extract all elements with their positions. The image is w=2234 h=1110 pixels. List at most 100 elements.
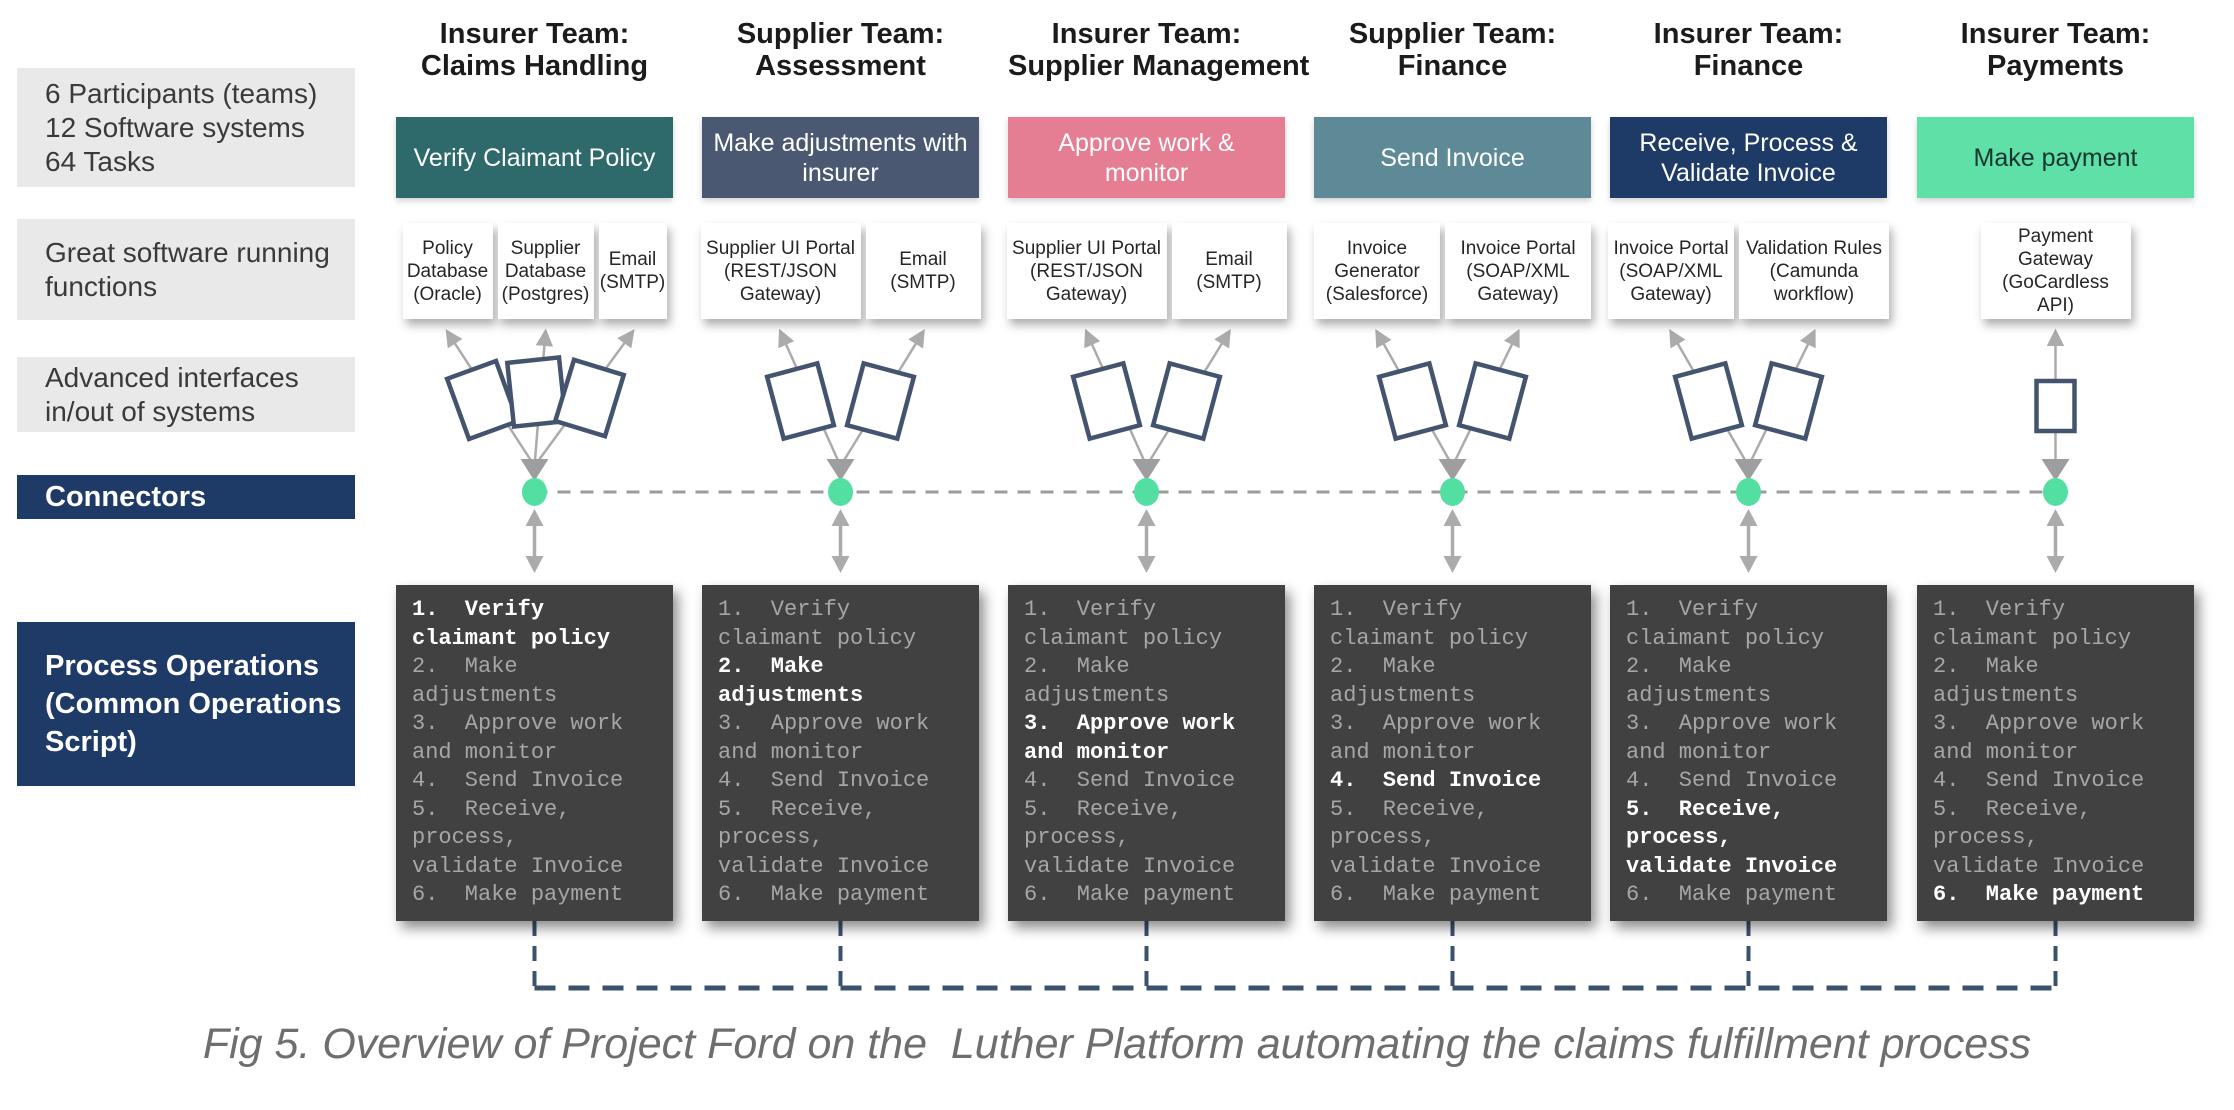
stats-label-box: 6 Participants (teams) 12 Software syste… bbox=[17, 68, 355, 187]
connector-dot bbox=[1440, 478, 1465, 506]
team-column: Insurer Team: Claims Handling Verify Cla… bbox=[396, 0, 673, 1110]
interface-shape-icon bbox=[2034, 378, 2077, 434]
team-title-line: Supplier Team: bbox=[1348, 18, 1557, 50]
process-step-line: 3. Approve work bbox=[1330, 711, 1542, 736]
process-step-line: 3. Approve work bbox=[1626, 711, 1838, 736]
system-box: Supplier UI Portal (REST/JSON Gateway) bbox=[700, 223, 861, 319]
software-systems-row: Invoice Generator (Salesforce)Invoice Po… bbox=[1314, 223, 1591, 319]
process-step-line: process, bbox=[412, 825, 518, 850]
stats-line: 64 Tasks bbox=[45, 145, 155, 177]
task-box: Verify Claimant Policy bbox=[396, 117, 673, 198]
team-title: Supplier Team: Finance bbox=[1314, 18, 1591, 82]
process-step-line: 5. Receive, bbox=[412, 796, 571, 822]
team-title: Insurer Team: Supplier Management bbox=[1008, 18, 1309, 82]
process-step-line: 2. Make bbox=[412, 654, 518, 679]
connector-dot bbox=[1736, 478, 1761, 506]
stats-line: 6 Participants (teams) bbox=[45, 77, 318, 109]
up-arrowhead-icon bbox=[2046, 509, 2065, 526]
software-systems-row: Supplier UI Portal (REST/JSON Gateway) Em… bbox=[700, 223, 981, 319]
team-title-line: Finance bbox=[1397, 50, 1508, 82]
down-arrowhead-icon bbox=[525, 556, 544, 573]
process-step-line: 5. Receive, bbox=[1933, 796, 2092, 822]
down-arrowhead-icon bbox=[1734, 459, 1763, 481]
process-operations-label-line: Script) bbox=[45, 726, 137, 758]
task-label: Verify Claimant Policy bbox=[413, 143, 656, 172]
task-label: Make payment bbox=[1973, 143, 2138, 172]
process-step-line: claimant policy bbox=[1626, 625, 1825, 651]
team-title-line: Insurer Team: bbox=[1653, 18, 1844, 50]
process-step-line: 6. Make payment bbox=[718, 882, 930, 907]
process-step-line: 6. Make payment bbox=[412, 882, 624, 907]
down-arrowhead-icon bbox=[520, 459, 549, 481]
process-step-line: 4. Send Invoice bbox=[1933, 768, 2145, 793]
interface-shape-icon bbox=[1672, 360, 1745, 442]
process-step-line: 2. Make bbox=[1024, 654, 1130, 679]
system-label: Email (SMTP) bbox=[599, 249, 666, 293]
process-step-line: 1. Verify bbox=[1024, 597, 1157, 622]
software-systems-row: Policy Database (Oracle)Supplier Databas… bbox=[396, 223, 673, 319]
process-operations-row-label: Process Operations (Common Operations Sc… bbox=[17, 622, 355, 786]
system-label: Invoice Portal (SOAP/XML Gateway) bbox=[1613, 237, 1729, 305]
team-column: Supplier Team: Assessment Make adjustmen… bbox=[700, 0, 981, 1110]
software-row-label: Great software running functions bbox=[17, 219, 355, 320]
system-label: Supplier UI Portal (REST/JSON Gateway) bbox=[1012, 237, 1161, 305]
process-step-line: and monitor bbox=[1330, 739, 1476, 765]
interface-shape-icon bbox=[844, 360, 917, 442]
team-column: Insurer Team: Supplier Management Approv… bbox=[1006, 0, 1309, 1110]
software-systems-row: Invoice Portal (SOAP/XML Gateway)Validat… bbox=[1608, 223, 1889, 319]
up-arrowhead-icon bbox=[1739, 509, 1758, 526]
system-box: Policy Database (Oracle) bbox=[402, 223, 493, 319]
process-step-line: 2. Make bbox=[1933, 654, 2039, 679]
team-title-line: Payments bbox=[1986, 50, 2124, 82]
process-step-line: 6. Make payment bbox=[1024, 882, 1236, 907]
process-step-line: validate Invoice bbox=[718, 853, 930, 879]
process-step-line: 1. Verify bbox=[1626, 597, 1759, 622]
figure-caption: Fig 5. Overview of Project Ford on the L… bbox=[202, 1020, 2032, 1068]
connectors-row-label-line: Connectors bbox=[45, 481, 207, 513]
interface-shape-icon bbox=[552, 356, 627, 440]
interface-shape-icon bbox=[504, 354, 569, 430]
software-row-label-line: Great software running bbox=[45, 236, 330, 268]
process-step-line: claimant policy bbox=[412, 625, 611, 651]
process-step-line: 5. Receive, bbox=[1626, 796, 1785, 822]
down-arrowhead-icon bbox=[1132, 459, 1161, 481]
up-arrowhead-icon bbox=[525, 509, 544, 526]
process-step-line: 2. Make bbox=[718, 654, 824, 679]
team-title-line: Insurer Team: bbox=[1051, 18, 1242, 50]
process-step-line: 6. Make payment bbox=[1626, 882, 1838, 907]
team-title-line: Insurer Team: bbox=[1960, 18, 2151, 50]
task-box: Send Invoice bbox=[1314, 117, 1591, 198]
team-column: Insurer Team: Payments Make payment Paym… bbox=[1917, 0, 2194, 1110]
system-label: Email (SMTP) bbox=[890, 249, 956, 293]
process-step-line: 4. Send Invoice bbox=[412, 768, 624, 793]
interface-shape-icon bbox=[1150, 360, 1223, 442]
team-title-line: Assessment bbox=[755, 50, 926, 82]
down-arrowhead-icon bbox=[1137, 556, 1156, 573]
interfaces-row-label: Advanced interfaces in/out of systems bbox=[17, 357, 355, 432]
connector-dot bbox=[2043, 478, 2068, 506]
task-label: Send Invoice bbox=[1380, 143, 1525, 172]
software-systems-row: Supplier UI Portal (REST/JSON Gateway)Em… bbox=[1006, 223, 1287, 319]
connector-arrows-layer bbox=[444, 328, 2077, 573]
interfaces-row-label-line: in/out of systems bbox=[45, 395, 256, 427]
interface-shape-icon bbox=[1752, 360, 1825, 442]
system-label: Supplier Database (Postgres) bbox=[501, 237, 590, 305]
system-box: Email (SMTP) bbox=[1171, 223, 1287, 319]
team-title-line: Claims Handling bbox=[420, 50, 649, 82]
system-box: Invoice Portal (SOAP/XML Gateway) bbox=[1608, 223, 1734, 319]
process-step-line: adjustments bbox=[1330, 682, 1476, 708]
system-box: Supplier Database (Postgres) bbox=[497, 223, 594, 319]
system-box: Invoice Generator (Salesforce) bbox=[1314, 223, 1440, 319]
process-step-line: 3. Approve work bbox=[1933, 711, 2145, 736]
task-box: Approve work & monitor bbox=[1008, 117, 1285, 198]
team-column: Supplier Team: Finance Send Invoice Invo… bbox=[1314, 0, 1591, 1110]
process-step-line: adjustments bbox=[412, 682, 558, 708]
system-label: Invoice Generator (Salesforce) bbox=[1325, 237, 1429, 305]
interface-shape-icon bbox=[1456, 360, 1529, 442]
team-title-line: Supplier Team: bbox=[736, 18, 945, 50]
process-step-line: claimant policy bbox=[718, 625, 917, 651]
process-step-line: 3. Approve work bbox=[412, 711, 624, 736]
